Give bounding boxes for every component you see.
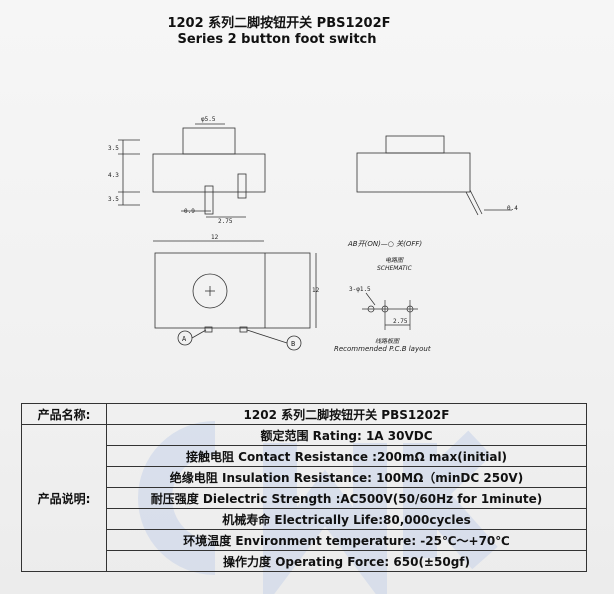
- dim-hole-pitch: 2.75: [393, 318, 408, 325]
- spec-electrical-life: 机械寿命 Electrically Life:80,000cycles: [106, 508, 587, 530]
- pcb-layout: [362, 292, 418, 330]
- side-view: [356, 135, 512, 216]
- dim-pin-pitch: 2.75: [218, 218, 233, 225]
- table-row: 绝缘电阻 Insulation Resistance: 100MΩ（minDC …: [22, 466, 587, 488]
- schematic-symbol: AB开(ON)—○ 关(OFF): [347, 240, 422, 248]
- pin-a-label: A: [182, 335, 187, 343]
- top-view-button-circle: [192, 273, 228, 309]
- spec-rating: 额定范围 Rating: 1A 30VDC: [106, 424, 587, 446]
- table-row: 操作力度 Operating Force: 650(±50gf): [22, 550, 587, 572]
- pin-b-label: B: [291, 340, 295, 348]
- dim-pin-width: 0.9: [184, 208, 195, 215]
- front-view-pin-2: [237, 173, 247, 199]
- dim-cap-width: φ5.5: [201, 116, 216, 123]
- product-name-value: 1202 系列二脚按钮开关 PBS1202F: [106, 403, 587, 425]
- side-view-body: [356, 152, 471, 193]
- front-view: [118, 123, 266, 218]
- description-label: 产品说明:: [21, 424, 107, 572]
- technical-drawing: φ5.5 3.5 4.3 3.5 0.9 2.75 0.4 12 12 A B …: [108, 116, 518, 353]
- spec-insulation-resistance: 绝缘电阻 Insulation Resistance: 100MΩ（minDC …: [106, 466, 587, 488]
- schematic-cn: 电路图: [385, 256, 404, 264]
- spec-dielectric-strength: 耐压强度 Dielectric Strength :AC500V(50/60Hz…: [106, 487, 587, 509]
- top-view-body: [154, 252, 311, 329]
- product-name-label: 产品名称:: [21, 403, 107, 425]
- dim-body-width: 12: [211, 234, 219, 241]
- table-row: 产品名称: 1202 系列二脚按钮开关 PBS1202F: [21, 403, 587, 425]
- spec-table: 产品名称: 1202 系列二脚按钮开关 PBS1202F 产品说明: 额定范围 …: [21, 403, 587, 572]
- front-view-body: [152, 153, 266, 193]
- dim-lead-width: 0.4: [507, 205, 518, 212]
- top-view: [153, 240, 317, 351]
- table-row: 环境温度 Environment temperature: -25℃～+70℃: [22, 529, 587, 551]
- schematic-en: SCHEMATIC: [377, 265, 413, 272]
- table-row: 耐压强度 Dielectric Strength :AC500V(50/60Hz…: [22, 487, 587, 509]
- dim-h1: 3.5: [108, 145, 119, 152]
- page-title-cn: 1202 系列二脚按钮开关 PBS1202F: [167, 16, 391, 31]
- table-row: 机械寿命 Electrically Life:80,000cycles: [22, 508, 587, 530]
- front-view-cap: [182, 127, 236, 155]
- dim-hole: 3-φ1.5: [349, 286, 371, 293]
- layout-cn: 线路板图: [375, 337, 400, 345]
- dim-h3: 3.5: [108, 196, 119, 203]
- dim-body-height: 12: [312, 287, 320, 294]
- front-view-pin-1: [204, 185, 214, 215]
- side-view-cap: [385, 135, 445, 154]
- spec-environment-temperature: 环境温度 Environment temperature: -25℃～+70℃: [106, 529, 587, 551]
- spec-operating-force: 操作力度 Operating Force: 650(±50gf): [106, 550, 587, 572]
- table-row: 产品说明: 额定范围 Rating: 1A 30VDC: [21, 424, 587, 572]
- dim-h2: 4.3: [108, 172, 119, 179]
- table-row: 接触电阻 Contact Resistance :200mΩ max(initi…: [22, 445, 587, 467]
- page-title-en: Series 2 button foot switch: [177, 32, 377, 47]
- layout-en: Recommended P.C.B layout: [334, 345, 431, 353]
- spec-contact-resistance: 接触电阻 Contact Resistance :200mΩ max(initi…: [106, 445, 587, 467]
